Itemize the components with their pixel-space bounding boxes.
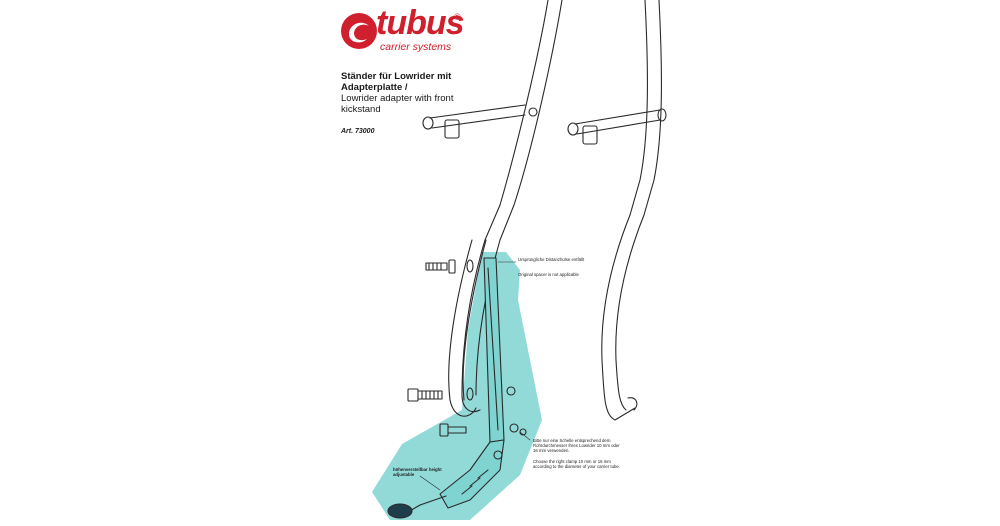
product-title: Ständer für Lowrider mit Adapterplatte /…: [341, 71, 491, 115]
left-lower-hook: [448, 239, 487, 417]
left-crossbar: [422, 104, 538, 139]
note-clamp-en: Choose the right clamp 10 mm or 16 mm ac…: [533, 459, 620, 470]
tubus-logo: tubus ® carrier systems: [340, 6, 470, 58]
kickstand-leg: [387, 257, 505, 519]
note-clamp-de: Bitte nur eine Schelle entsprechend dem …: [533, 438, 620, 454]
right-crossbar: [567, 108, 667, 145]
right-frame-tube: [601, 0, 662, 421]
note-height-adjustable: höhenverstellbar height adjustable: [393, 467, 442, 478]
article-number: Art. 73000: [341, 128, 375, 135]
logo-registered-mark: ®: [454, 12, 461, 22]
left-frame-tube: [461, 0, 563, 413]
product-title-en: Lowrider adapter with front kickstand: [341, 93, 454, 115]
logo-brand-text: tubus: [376, 4, 465, 42]
note-spacer-de: Ursprüngliche Distanzhülse entfällt: [518, 257, 585, 262]
middle-bolt: [407, 387, 474, 402]
top-bolt: [425, 259, 474, 274]
tubus-logo-mark-icon: [341, 13, 377, 49]
product-title-de: Ständer für Lowrider mit Adapterplatte /: [341, 71, 452, 93]
logo-tagline: carrier systems: [380, 41, 452, 53]
note-spacer-en: Original spacer is not applicable: [518, 272, 579, 277]
leader-lines: [419, 261, 531, 491]
lower-bolt: [439, 423, 467, 437]
